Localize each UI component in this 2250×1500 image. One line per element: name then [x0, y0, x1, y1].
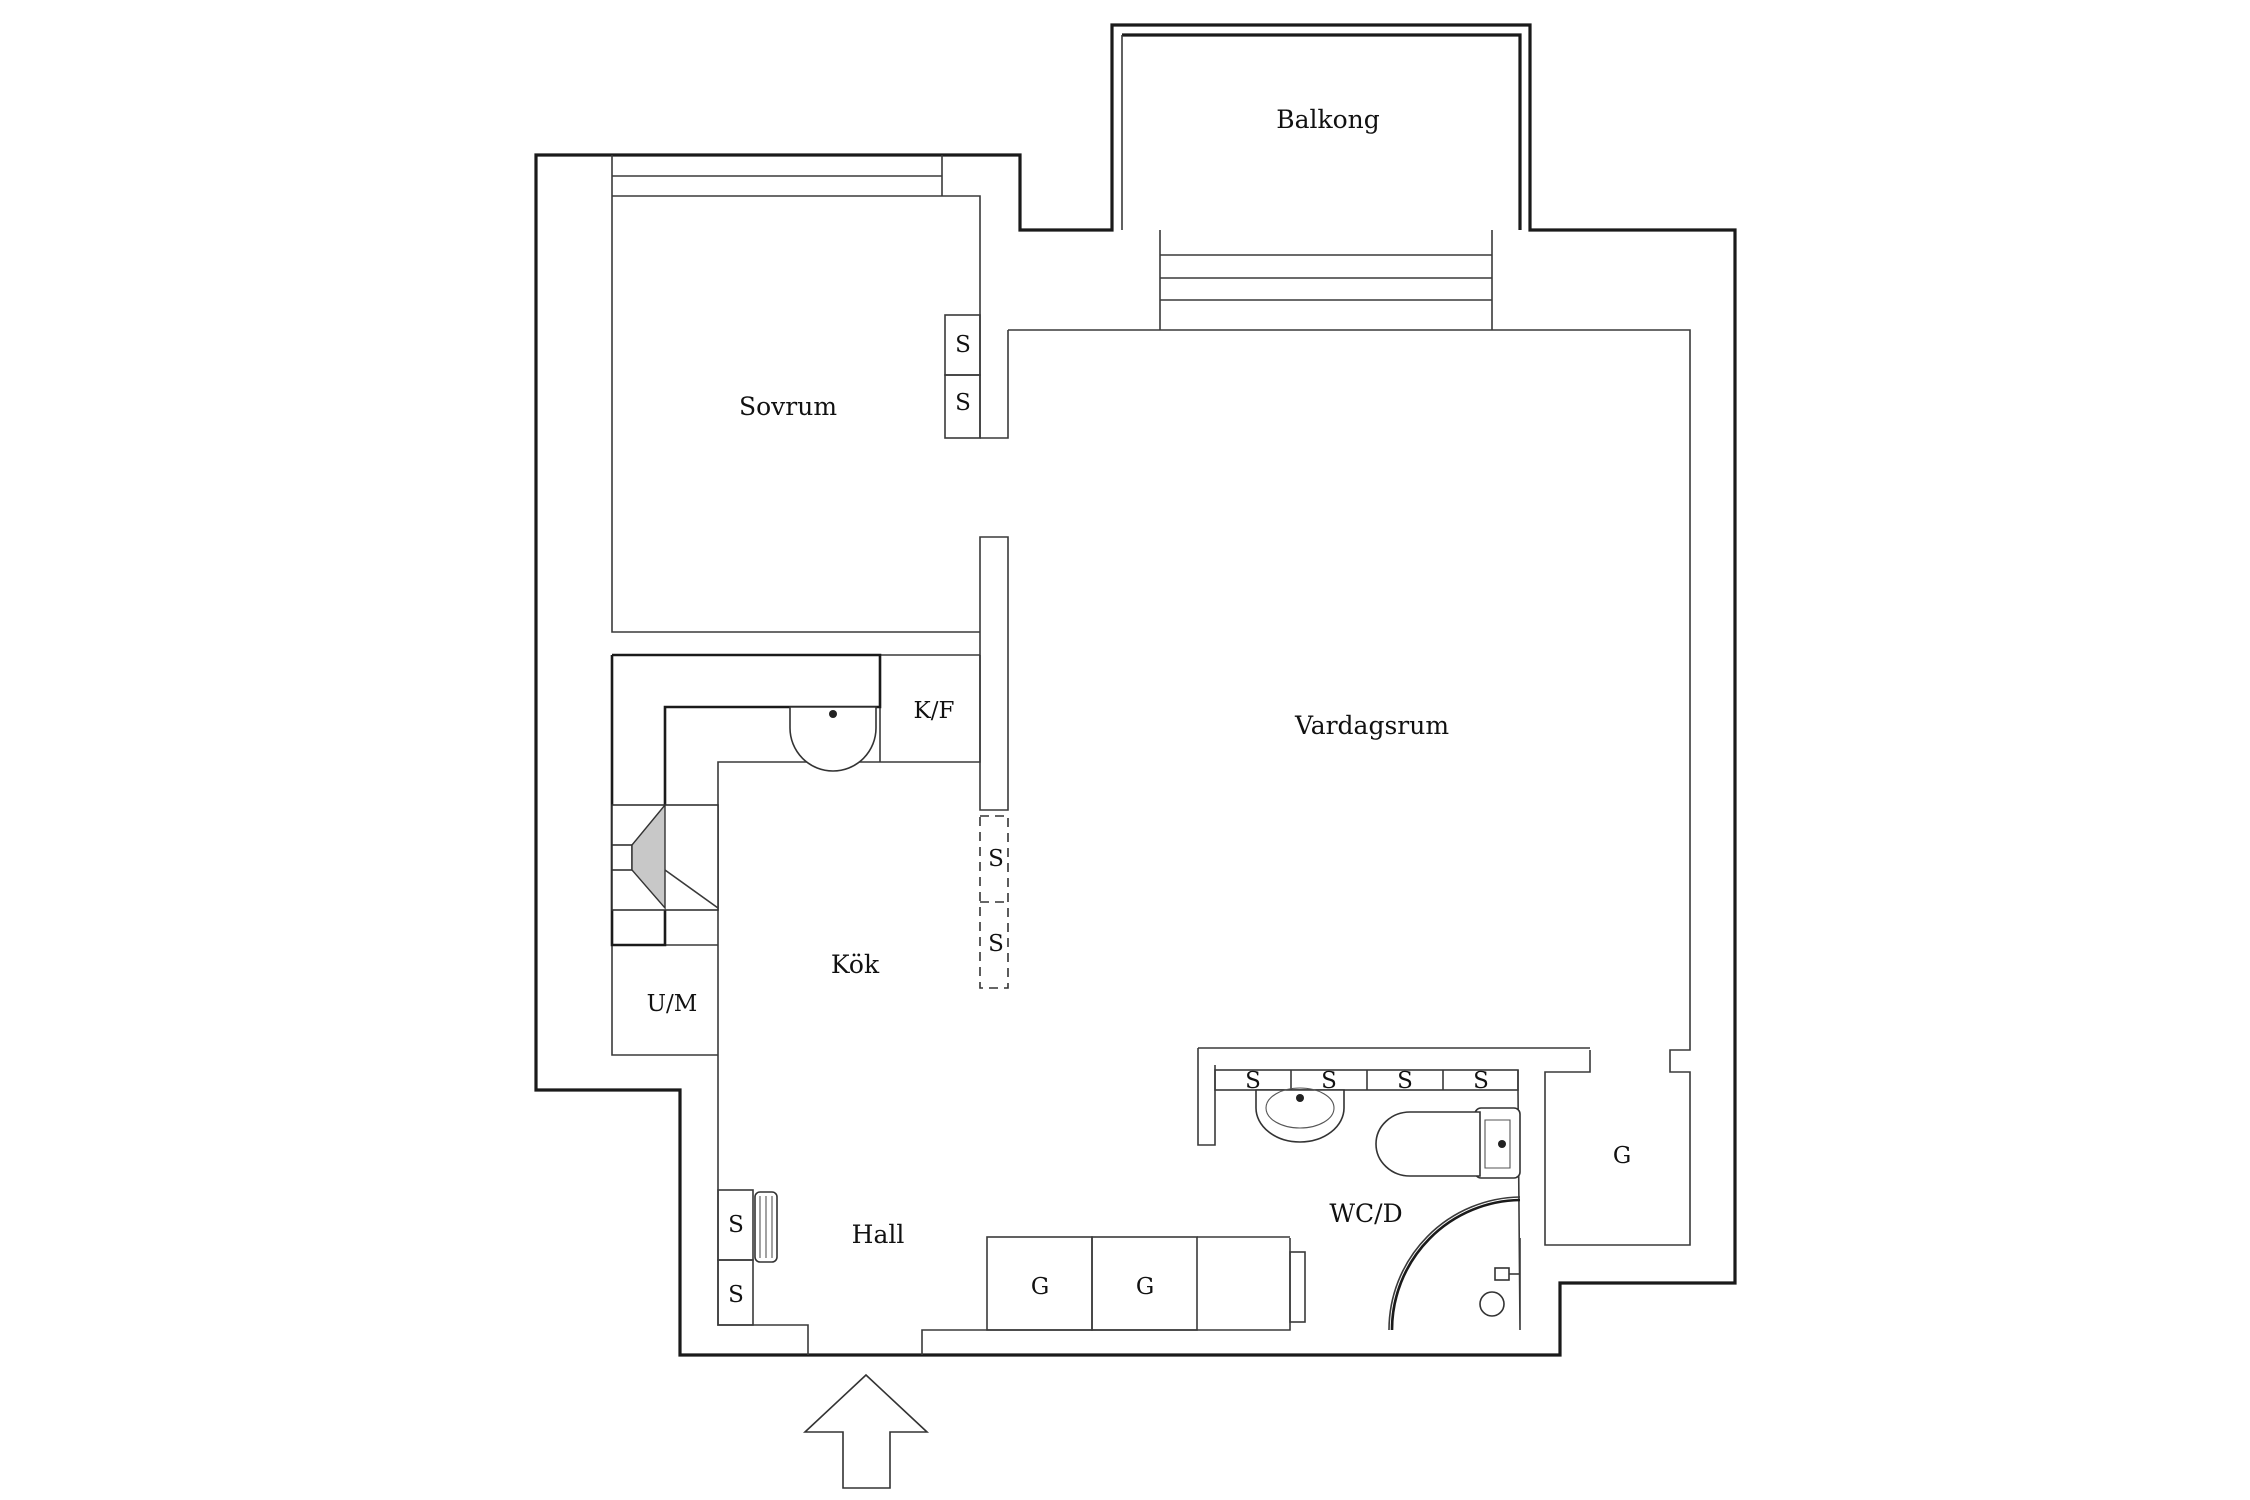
room-label-vardagsrum: Vardagsrum: [1294, 711, 1449, 740]
balcony-door: [1008, 230, 1691, 1246]
sink-icon: [1255, 1087, 1345, 1143]
shower-icon: [1388, 1196, 1521, 1331]
label-s-partition-1: S: [988, 846, 1004, 872]
label-s-bedroom-2: S: [955, 390, 971, 416]
room-label-kok: Kök: [831, 950, 880, 979]
hall-closets: [717, 1189, 1306, 1331]
bathroom: [1214, 1069, 1521, 1331]
label-kf: K/F: [914, 698, 955, 724]
label-s-bedroom-1: S: [955, 332, 971, 358]
label-g-living: G: [1613, 1143, 1631, 1169]
label-s-hall-2: S: [728, 1282, 744, 1308]
room-label-balkong: Balkong: [1276, 105, 1380, 134]
label-s-bath-1: S: [1245, 1068, 1261, 1094]
room-label-wc: WC/D: [1329, 1199, 1402, 1228]
bedroom: [611, 155, 1009, 633]
kitchen-counter: [610, 653, 882, 947]
label-s-partition-2: S: [988, 931, 1004, 957]
radiator-icon: [754, 1191, 778, 1263]
entrance-arrow-icon: [802, 1373, 930, 1489]
room-label-sovrum: Sovrum: [739, 392, 837, 421]
label-um: U/M: [647, 991, 698, 1017]
exterior-walls: [534, 23, 1737, 1357]
label-s-bath-3: S: [1397, 1068, 1413, 1094]
label-s-bath-2: S: [1321, 1068, 1337, 1094]
stove-icon: [631, 803, 666, 910]
label-g-hall-1: G: [1031, 1274, 1049, 1300]
kitchen-partition: [979, 536, 1009, 989]
sink-icon: [789, 706, 877, 772]
label-s-hall-1: S: [728, 1212, 744, 1238]
room-label-hall: Hall: [852, 1220, 905, 1249]
label-s-bath-4: S: [1473, 1068, 1489, 1094]
label-g-hall-2: G: [1136, 1274, 1154, 1300]
toilet-icon: [1375, 1107, 1521, 1179]
